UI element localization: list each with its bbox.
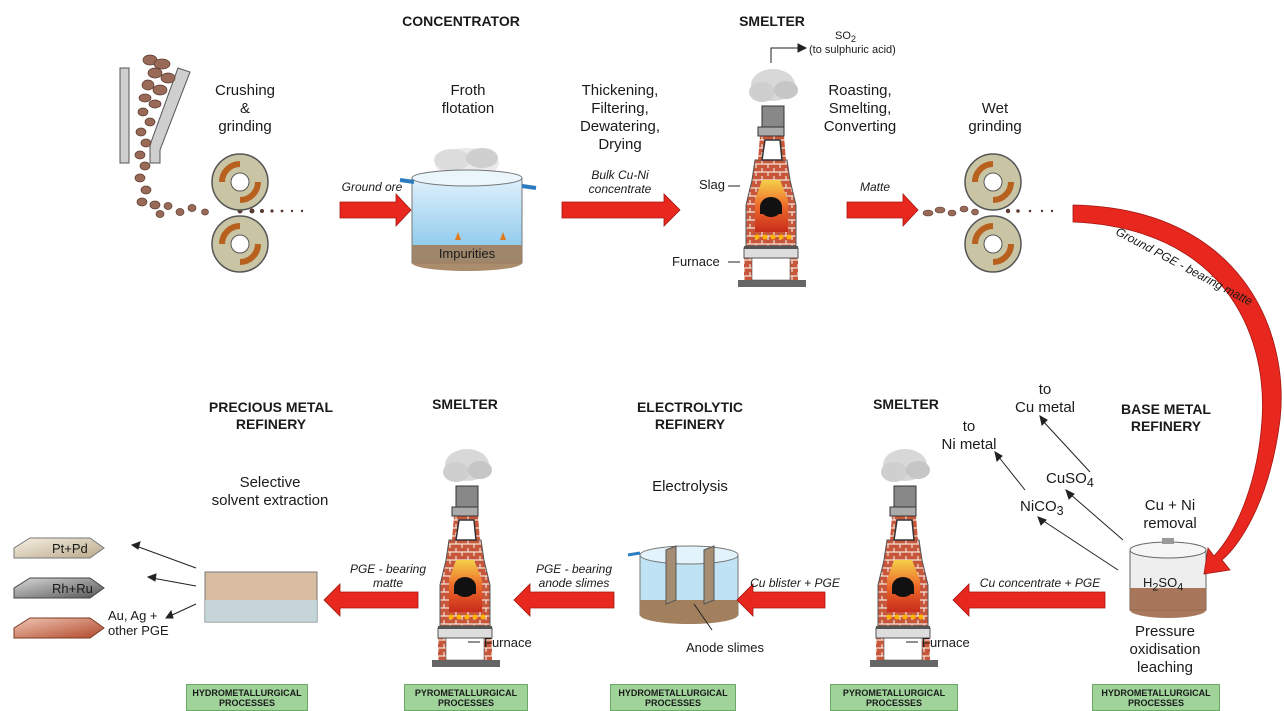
process-crushing: Crushing&grinding bbox=[214, 82, 276, 135]
label-h2so4: H2SO4 bbox=[1143, 575, 1184, 594]
crusher-icon bbox=[119, 54, 304, 273]
label-furnace: Furnace bbox=[672, 254, 720, 269]
furnace-icon bbox=[738, 69, 806, 287]
stage-title-smelter: SMELTER bbox=[873, 396, 939, 412]
label-furnace: Furnace bbox=[922, 635, 970, 650]
ingot-rh-ru-icon bbox=[13, 577, 105, 599]
stage-title-smelter: SMELTER bbox=[739, 13, 805, 29]
label-pt-pd: Pt+Pd bbox=[52, 541, 88, 556]
label-slag: Slag bbox=[699, 177, 726, 192]
flow-label-matte: Matte bbox=[859, 180, 890, 194]
pointer-line bbox=[169, 603, 197, 617]
process-electrolysis: Electrolysis bbox=[652, 478, 728, 495]
pressure-leach-vessel-icon bbox=[1129, 538, 1207, 618]
stage-title-smelter: SMELTER bbox=[432, 396, 498, 412]
flow-arrow bbox=[339, 192, 412, 228]
label-so2: SO2 bbox=[835, 30, 856, 45]
ingot-pt-pd-icon bbox=[13, 537, 105, 559]
label-so2-destination: (to sulphuric acid) bbox=[809, 44, 896, 56]
flow-arrow bbox=[323, 583, 419, 617]
flow-arrow bbox=[561, 193, 681, 227]
process-thickening: Thickening,Filtering,Dewatering,Drying bbox=[579, 82, 661, 153]
pointer-line bbox=[1041, 419, 1091, 473]
flow-label-cu-concentrate: Cu concentrate + PGE bbox=[979, 576, 1101, 590]
solvent-extraction-tray-icon bbox=[204, 571, 318, 623]
flow-arrow-curved bbox=[1072, 204, 1282, 575]
flow-arrow bbox=[846, 192, 919, 228]
flow-label-ground-ore: Ground ore bbox=[341, 180, 403, 194]
pointer-line bbox=[997, 455, 1026, 491]
flow-arrow bbox=[736, 583, 826, 617]
label-au-ag: Au, Ag +other PGE bbox=[108, 608, 169, 638]
label-cuso4: CuSO4 bbox=[1046, 470, 1094, 490]
label-nico3: NiCO3 bbox=[1020, 498, 1064, 518]
pointer-line bbox=[1041, 519, 1119, 571]
flow-label-cu-blister: Cu blister + PGE bbox=[750, 576, 840, 590]
pointer-line bbox=[1069, 493, 1124, 541]
flotation-tank-icon bbox=[399, 148, 537, 271]
pointer-line bbox=[135, 545, 197, 569]
stage-title-concentrator: CONCENTRATOR bbox=[402, 13, 520, 29]
flow-arrow bbox=[952, 583, 1106, 617]
label-rh-ru: Rh+Ru bbox=[52, 581, 93, 596]
wet-grinder-icon bbox=[922, 153, 1054, 273]
pointer-line bbox=[151, 577, 197, 587]
pointer-line bbox=[693, 603, 713, 631]
process-roasting: Roasting,Smelting,Converting bbox=[823, 82, 897, 135]
label-impurities: Impurities bbox=[438, 246, 496, 261]
so2-arrow bbox=[770, 47, 798, 63]
electrolysis-tank-icon bbox=[627, 545, 739, 624]
label-anode-slimes: Anode slimes bbox=[686, 640, 765, 655]
label-furnace: Furnace bbox=[484, 635, 532, 650]
ingot-au-ag-icon bbox=[13, 617, 105, 639]
flow-arrow bbox=[513, 583, 615, 617]
